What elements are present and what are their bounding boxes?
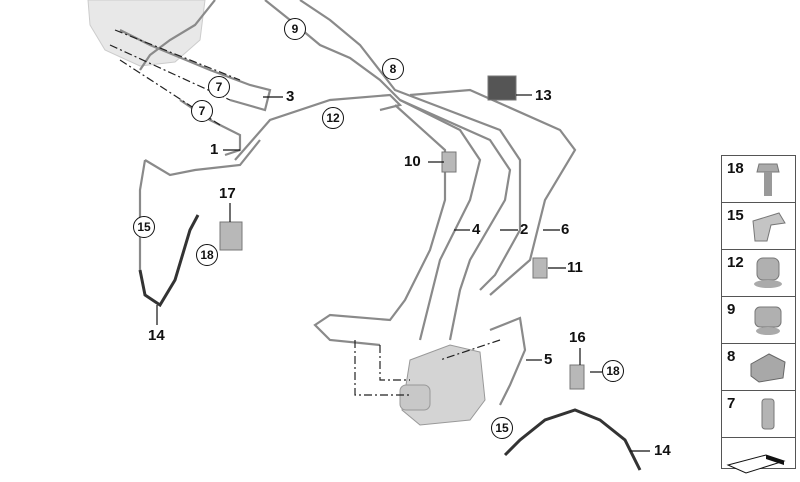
- callout-15-left: 15: [133, 216, 155, 238]
- part-cell-18[interactable]: 18: [721, 155, 796, 202]
- part-number: 12: [727, 254, 744, 271]
- part-number: 15: [727, 207, 744, 224]
- brake-hose-14-left: [138, 214, 200, 308]
- part-number: 7: [727, 395, 736, 412]
- parts-panel: 18 15 12 9 8 7: [721, 155, 796, 474]
- callout-12: 12: [322, 107, 344, 129]
- small-parts: [219, 75, 585, 390]
- pipe-9: [264, 0, 512, 341]
- pipe-3: [119, 29, 272, 112]
- pipe-4: [313, 104, 447, 347]
- callout-9: 9: [284, 18, 306, 40]
- double-pipe-clip-icon: [754, 306, 782, 335]
- brake-pipes: [119, 0, 577, 406]
- part-cell-9[interactable]: 9: [721, 296, 796, 343]
- label-14-left: 14: [148, 327, 165, 344]
- label-13: 13: [535, 87, 552, 104]
- label-2: 2: [520, 221, 529, 238]
- label-10: 10: [404, 153, 421, 170]
- part-13-pad: [487, 75, 517, 101]
- label-3: 3: [286, 88, 295, 105]
- pipe-5: [489, 316, 527, 406]
- part-10-clip: [441, 151, 457, 173]
- part-cell-12[interactable]: 12: [721, 249, 796, 296]
- label-1: 1: [210, 141, 219, 158]
- pipe-top: [139, 0, 216, 71]
- part-number: 9: [727, 301, 736, 318]
- part-cell-7[interactable]: 7: [721, 390, 796, 437]
- label-11: 11: [567, 259, 583, 276]
- pipe-rear-left: [138, 159, 147, 270]
- shim-icon: [726, 454, 786, 474]
- bracket-icon: [752, 212, 786, 242]
- part-cell-8[interactable]: 8: [721, 343, 796, 390]
- part-number: 18: [727, 160, 744, 177]
- callout-7-lower: 7: [191, 100, 213, 122]
- part-17-bracket: [219, 221, 243, 251]
- label-14-right: 14: [654, 442, 671, 459]
- callout-15-right: 15: [491, 417, 513, 439]
- bolt-icon: [756, 163, 780, 196]
- pipe-8: [299, 0, 522, 291]
- label-4: 4: [472, 221, 481, 238]
- label-16: 16: [569, 329, 586, 346]
- part-number: 8: [727, 348, 736, 365]
- clip-holder-icon: [750, 353, 786, 383]
- part-16-bracket: [569, 364, 585, 390]
- pipe-clip-icon: [754, 257, 782, 288]
- part-11-clip: [532, 257, 548, 279]
- label-5: 5: [544, 351, 553, 368]
- brake-hose-14-right: [503, 408, 642, 471]
- callout-18-left: 18: [196, 244, 218, 266]
- label-6: 6: [561, 221, 570, 238]
- part-cell-15[interactable]: 15: [721, 202, 796, 249]
- callout-18-right: 18: [602, 360, 624, 382]
- brake-hoses: [138, 214, 642, 471]
- pipe-front-left: [144, 139, 261, 177]
- leader-lines: [156, 94, 650, 452]
- part-cell-shim[interactable]: [721, 437, 796, 474]
- callout-8: 8: [382, 58, 404, 80]
- pipe-2: [399, 99, 482, 341]
- pipe-12: [234, 93, 403, 161]
- label-17: 17: [219, 185, 236, 202]
- sleeve-nut-icon: [761, 398, 775, 430]
- pipe-6: [409, 88, 577, 296]
- abs-unit: [399, 344, 486, 426]
- callout-7-upper: 7: [208, 76, 230, 98]
- brake-booster: [87, 0, 206, 67]
